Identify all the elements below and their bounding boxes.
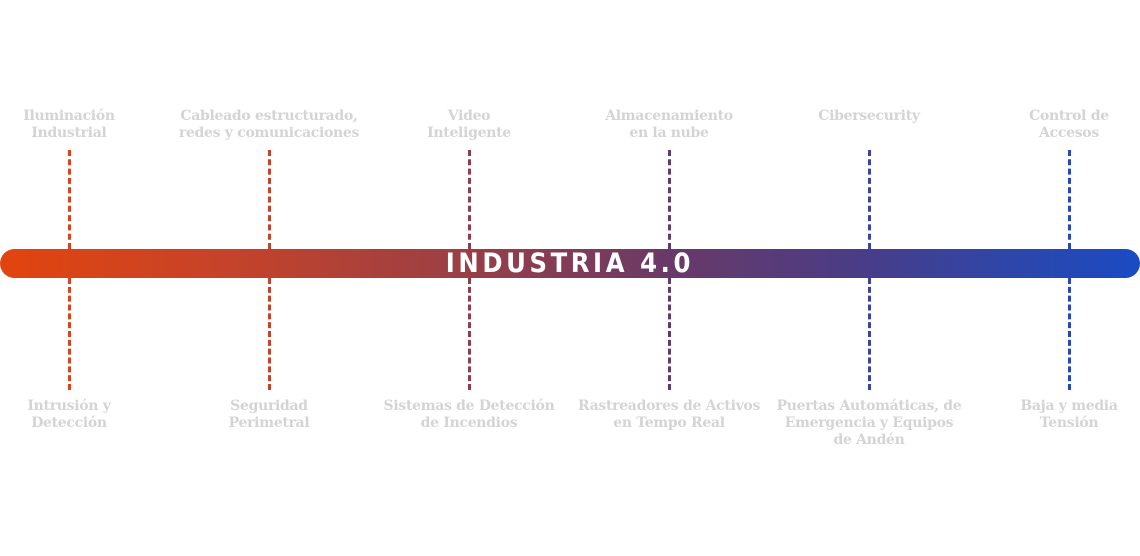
label-line: redes y comunicaciones xyxy=(178,125,360,141)
label-line: Emergencia y Equipos xyxy=(784,415,954,431)
label-line: Sistemas de Detección xyxy=(383,398,555,414)
connector-line-top-5 xyxy=(868,150,871,249)
label-top-2: Cableado estructurado,redes y comunicaci… xyxy=(169,108,369,142)
label-line: Cableado estructurado, xyxy=(180,108,358,124)
timeline-title: INDUSTRIA 4.0 xyxy=(445,248,695,279)
label-line: Video xyxy=(447,108,491,124)
label-line: Intrusión y xyxy=(27,398,111,414)
timeline-bar: INDUSTRIA 4.0 xyxy=(0,249,1140,278)
label-line: Control de xyxy=(1029,108,1109,124)
label-line: Iluminación xyxy=(23,108,115,124)
connector-line-top-2 xyxy=(268,150,271,249)
label-line: de Andén xyxy=(833,432,905,448)
label-line: de Incendios xyxy=(420,415,518,431)
label-line: Industrial xyxy=(31,125,107,141)
connector-line-top-4 xyxy=(668,150,671,249)
connector-line-top-6 xyxy=(1068,150,1071,249)
label-line: Accesos xyxy=(1039,125,1099,141)
label-top-5: Cibersecurity xyxy=(769,108,969,125)
label-line: Baja y media xyxy=(1020,398,1118,414)
connector-line-bottom-1 xyxy=(68,278,71,390)
connector-line-bottom-5 xyxy=(868,278,871,390)
label-line: Rastreadores de Activos xyxy=(577,398,761,414)
label-line: en Tempo Real xyxy=(613,415,725,431)
label-line: Almacenamiento xyxy=(605,108,733,124)
label-line: Puertas Automáticas, de xyxy=(776,398,962,414)
label-line: Perimetral xyxy=(228,415,310,431)
connector-line-bottom-2 xyxy=(268,278,271,390)
label-line: en la nube xyxy=(629,125,709,141)
label-line: Seguridad xyxy=(230,398,308,414)
label-line: Inteligente xyxy=(427,125,511,141)
connector-line-top-1 xyxy=(68,150,71,249)
label-line: Tensión xyxy=(1039,415,1099,431)
label-line: Cibersecurity xyxy=(818,108,920,124)
connector-line-bottom-3 xyxy=(468,278,471,390)
label-line: Detección xyxy=(31,415,107,431)
connector-line-bottom-4 xyxy=(668,278,671,390)
connector-line-top-3 xyxy=(468,150,471,249)
connector-line-bottom-6 xyxy=(1068,278,1071,390)
